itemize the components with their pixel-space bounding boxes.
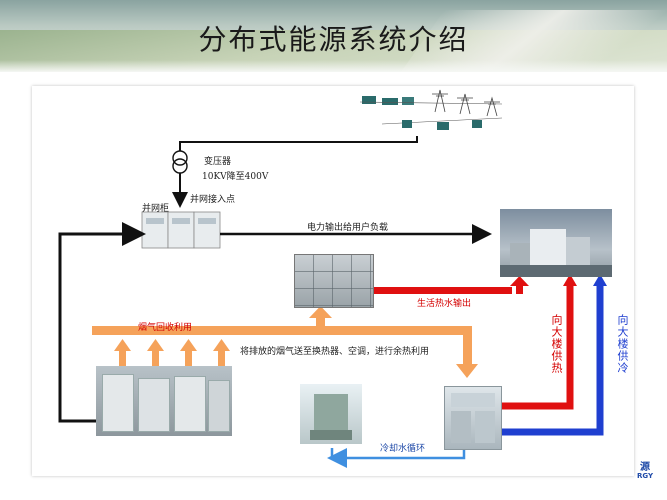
grid-unit-3 — [402, 97, 414, 105]
grid-point-label: 并网接入点 — [190, 195, 236, 205]
heat-exchanger-photo — [444, 386, 502, 450]
hot-water-tank — [294, 254, 374, 308]
grid-unit-1 — [362, 96, 376, 104]
generator-units-photo — [96, 366, 232, 436]
heat-supply-label: 向大楼供热 — [550, 314, 563, 374]
grid-to-transformer-line — [179, 136, 418, 151]
grid-unit-5 — [437, 122, 449, 130]
flue-gas-label: 烟气回收利用 — [138, 323, 193, 333]
cooling-tower-photo — [300, 384, 362, 444]
page-title: 分布式能源系统介绍 — [198, 23, 469, 56]
generator-to-cabinet-line — [58, 222, 146, 423]
transformer-spec-label: 10KV降至400V — [202, 172, 269, 182]
heat-supply-arrow — [500, 274, 577, 410]
building-photo — [500, 209, 612, 277]
grid-cabinet — [141, 211, 221, 249]
diagram-svg — [58, 89, 607, 468]
hot-water-arrow — [372, 276, 529, 294]
pylon-3 — [484, 96, 500, 117]
transformer-symbol — [172, 150, 188, 174]
header-banner — [0, 0, 667, 72]
grid-unit-2 — [382, 98, 398, 105]
grid-unit-4 — [402, 120, 412, 128]
pylon-1 — [432, 89, 448, 113]
grid-unit-6 — [472, 120, 482, 128]
diagram-panel: 变压器 10KV降至400V 并网接入点 并网柜 电力输出给用户负载 生活热水输… — [32, 86, 634, 476]
footer-logo-char: 源 — [640, 462, 650, 473]
cool-supply-arrow — [500, 274, 607, 436]
header-fade — [0, 60, 667, 72]
transformer-label: 变压器 — [204, 157, 232, 167]
flue-gas-pipes — [92, 306, 478, 378]
power-grid-transmission — [359, 89, 503, 130]
pylon-2 — [457, 93, 473, 115]
grid-cabinet-label: 并网柜 — [142, 204, 170, 214]
power-output-label: 电力输出给用户负载 — [307, 223, 389, 233]
footer-logo-text: RGY — [637, 472, 654, 480]
cooling-water-label: 冷却水循环 — [380, 444, 426, 454]
exhaust-use-label: 将排放的烟气送至换热器、空调，进行余热利用 — [240, 347, 430, 357]
cool-supply-label: 向大楼供冷 — [616, 314, 629, 374]
hot-water-label: 生活热水输出 — [417, 299, 472, 309]
